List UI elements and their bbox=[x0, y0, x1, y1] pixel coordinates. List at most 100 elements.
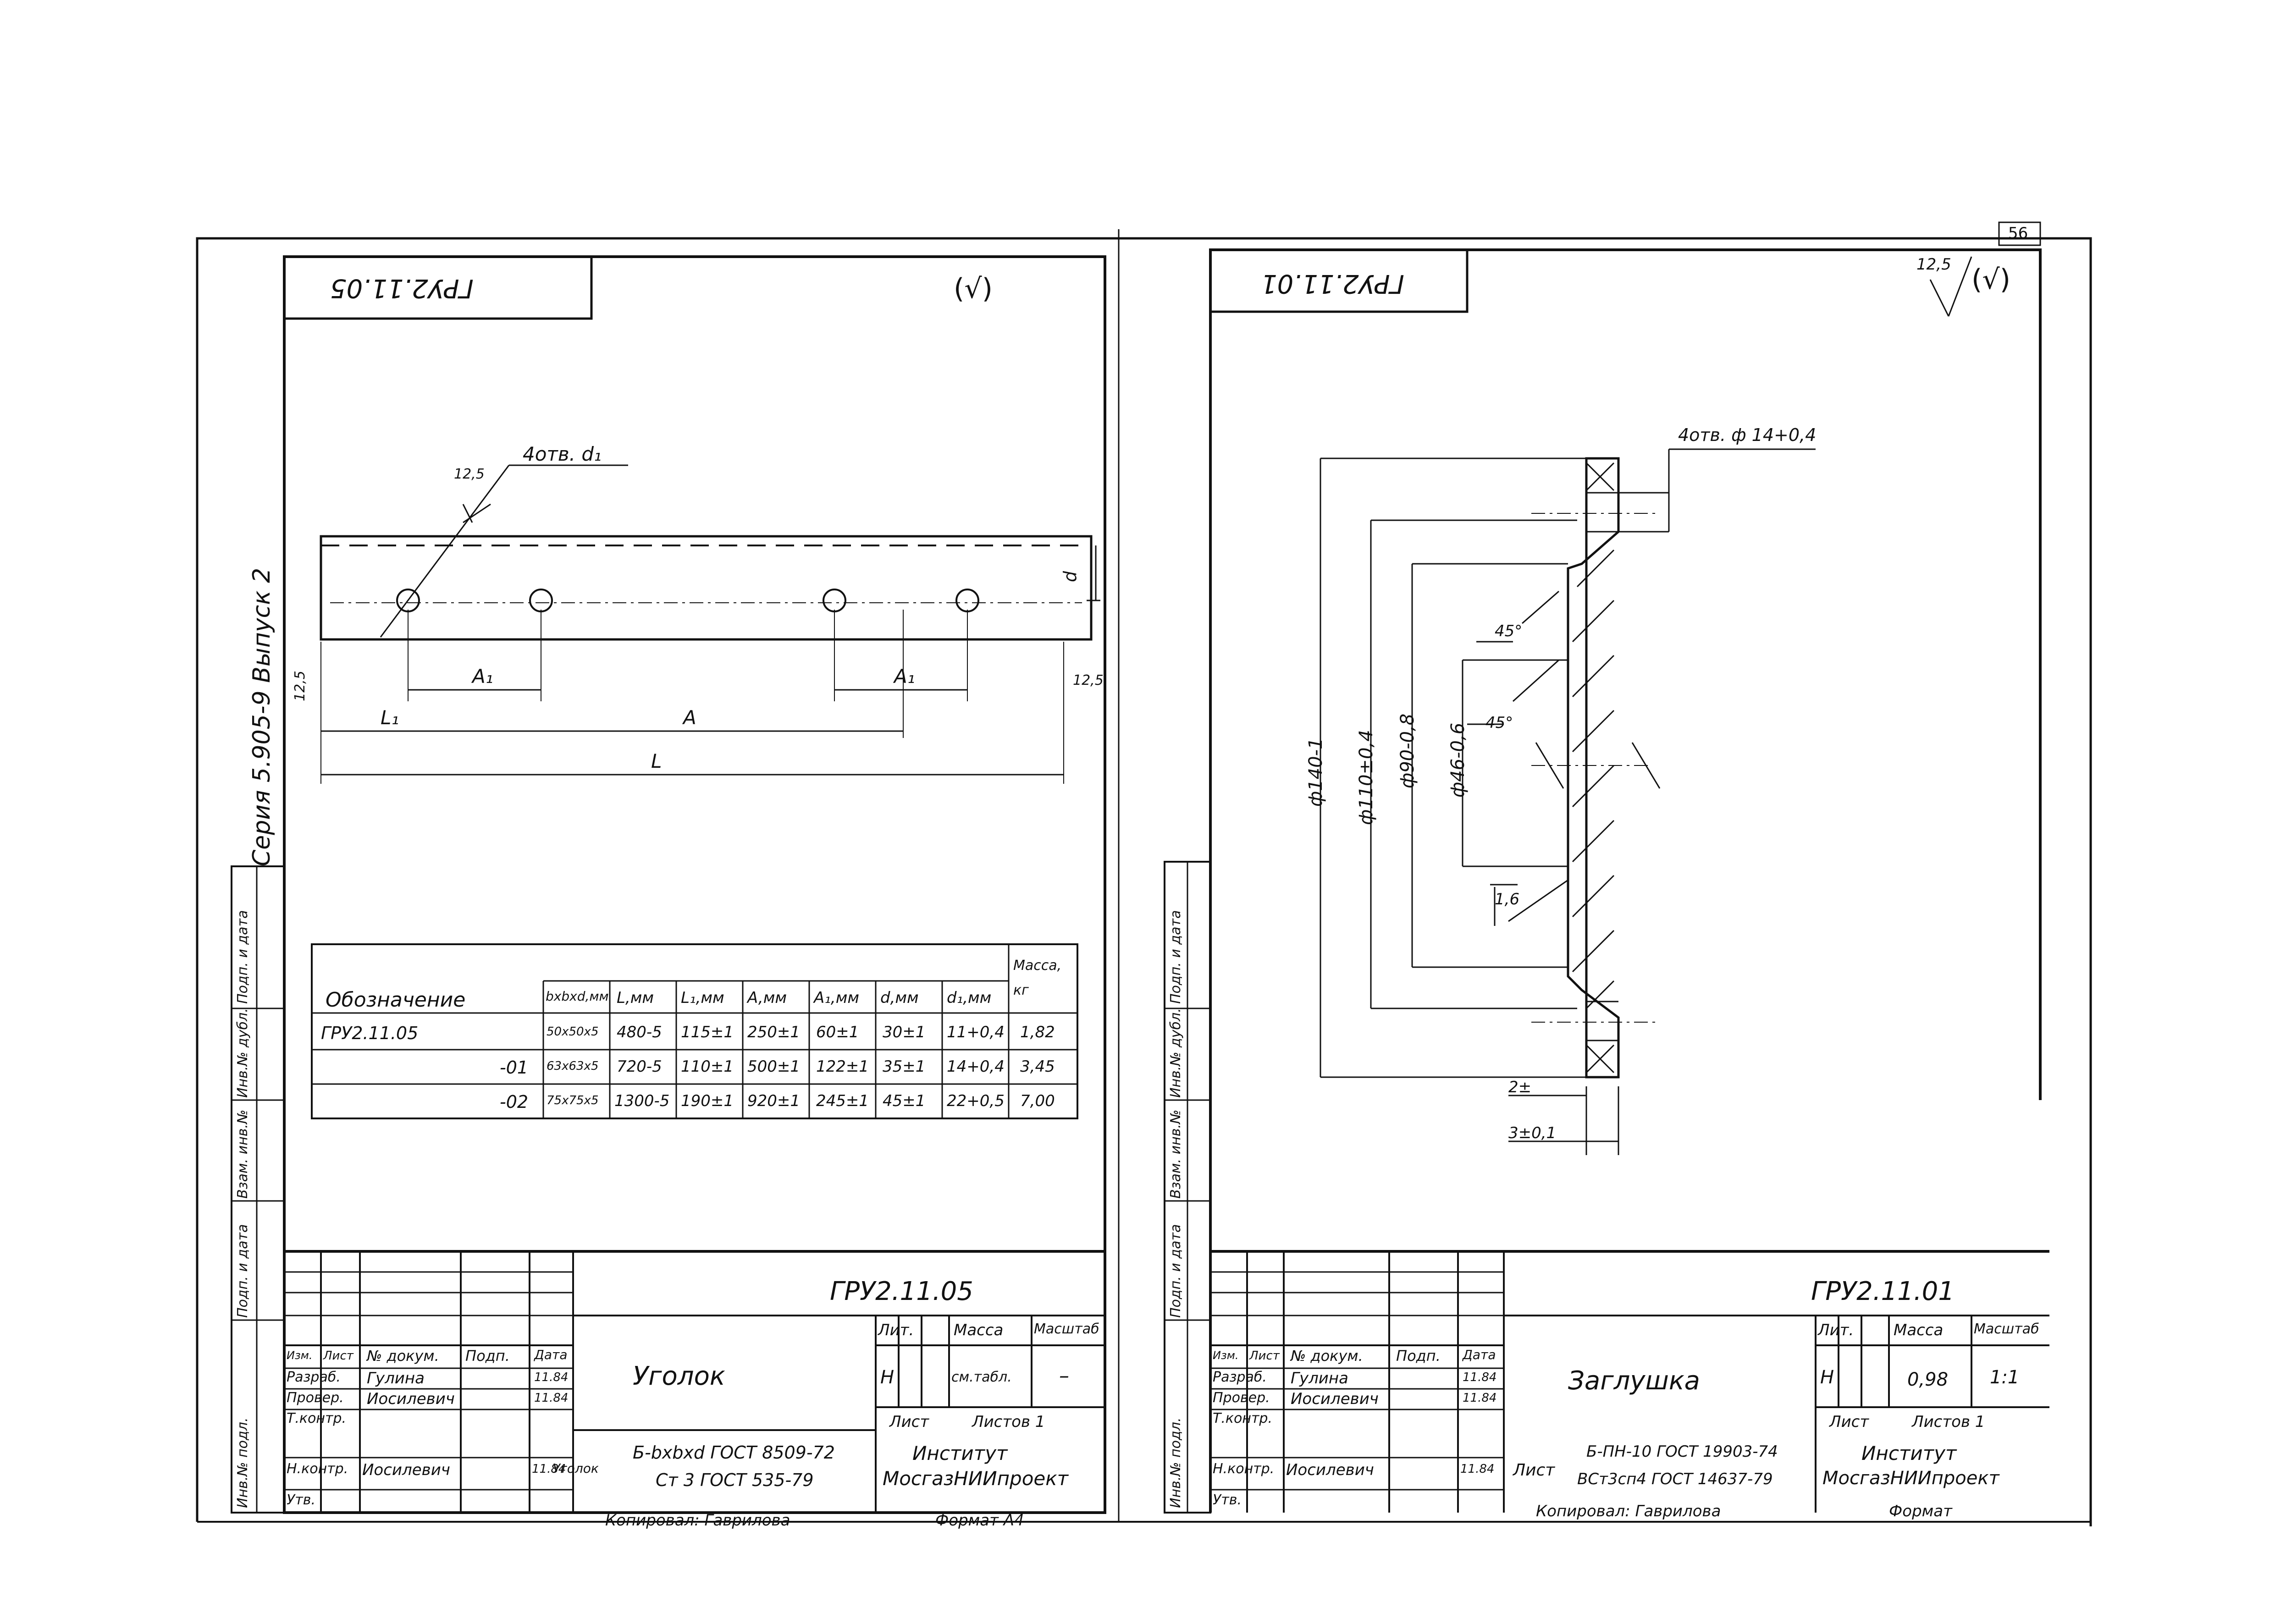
left-table-header: A₁,мм bbox=[814, 989, 859, 1007]
right-side-stamp: Инв.№ дубл. bbox=[1168, 1008, 1184, 1098]
right-org-line2: МосгазНИИпроект bbox=[1822, 1468, 1999, 1489]
left-dim-d: d bbox=[1060, 571, 1080, 582]
left-table-header: Масса, кг bbox=[1013, 958, 1062, 998]
left-mass-value: см.табл. bbox=[951, 1369, 1012, 1385]
right-designation: ГРУ2.11.01 bbox=[1811, 1277, 1955, 1306]
right-roughness-top: 12,5 bbox=[1916, 255, 1951, 274]
left-table-cell: 115±1 bbox=[681, 1023, 734, 1041]
left-table-cell: 480-5 bbox=[617, 1023, 662, 1041]
right-lit-label: Лит. bbox=[1818, 1321, 1854, 1339]
left-table-cell: 63x63x5 bbox=[547, 1059, 599, 1073]
right-sheet-label: Лист bbox=[1829, 1413, 1869, 1431]
left-col-header: Подп. bbox=[465, 1347, 510, 1365]
left-dim-l1: L₁ bbox=[381, 706, 399, 729]
right-angle-1: 45° bbox=[1495, 622, 1523, 640]
outer-border bbox=[196, 237, 2092, 1526]
left-side-stamp: Взам. инв.№ bbox=[235, 1109, 251, 1199]
right-col-header: Изм. bbox=[1213, 1349, 1239, 1362]
left-table-cell: 75x75x5 bbox=[547, 1094, 599, 1107]
left-role-date: 11.84 bbox=[534, 1391, 569, 1405]
left-table-cell: 50x50x5 bbox=[547, 1025, 599, 1039]
right-role-date: 11.84 bbox=[1463, 1371, 1497, 1384]
left-table-cell: 250±1 bbox=[747, 1023, 801, 1041]
left-side-stamp: Подп. и дата bbox=[235, 910, 251, 1004]
left-table-cell: 11+0,4 bbox=[947, 1023, 1005, 1041]
plug-section bbox=[1567, 457, 1620, 1079]
left-table-cell: 1300-5 bbox=[614, 1092, 670, 1110]
left-format: Формат А4 bbox=[935, 1511, 1024, 1530]
left-org-line1: Институт bbox=[912, 1442, 1008, 1464]
right-side-stamp: Инв.№ подл. bbox=[1168, 1417, 1184, 1508]
right-side-stamp: Подп. и дата bbox=[1168, 910, 1184, 1004]
right-dia-140: ф140-1 bbox=[1305, 738, 1326, 807]
right-lit-value: Н bbox=[1820, 1367, 1834, 1388]
left-table-header: L₁,мм bbox=[681, 989, 724, 1007]
right-copied-by: Копировал: Гаврилова bbox=[1536, 1502, 1721, 1520]
left-role: Н.контр. bbox=[287, 1461, 348, 1477]
left-dim-a: A bbox=[683, 706, 696, 729]
left-role-name: Иосилевич bbox=[362, 1461, 450, 1479]
right-col-header: № докум. bbox=[1291, 1347, 1363, 1365]
left-table-header: d,мм bbox=[880, 989, 919, 1007]
left-table-cell: 500±1 bbox=[747, 1057, 801, 1076]
left-table-cell: 60±1 bbox=[816, 1023, 859, 1041]
right-role-name: Иосилевич bbox=[1286, 1461, 1374, 1479]
left-table-cell: 110±1 bbox=[681, 1057, 734, 1076]
left-series-label: Серия 5.905-9 Выпуск 2 bbox=[248, 567, 276, 866]
right-part-name: Заглушка bbox=[1568, 1366, 1700, 1396]
right-sheets-label: Листов 1 bbox=[1912, 1413, 1985, 1431]
right-roughness-16: 1,6 bbox=[1495, 890, 1520, 908]
left-scale-label: Масштаб bbox=[1034, 1321, 1099, 1337]
left-table-cell: 1,82 bbox=[1020, 1023, 1055, 1041]
left-role-name: Иосилевич bbox=[367, 1390, 455, 1408]
right-side-stamp: Подп. и дата bbox=[1168, 1224, 1184, 1318]
left-roughness-left: 12,5 bbox=[292, 671, 308, 701]
left-roughness-right: 12,5 bbox=[1073, 672, 1104, 688]
left-dim-a1-right: A₁ bbox=[894, 665, 915, 688]
left-role-name: Гулина bbox=[367, 1369, 425, 1387]
right-material-line2: ВСт3сп4 ГОСТ 14637-79 bbox=[1577, 1470, 1773, 1488]
right-scale-value: 1:1 bbox=[1990, 1367, 2020, 1388]
left-part-name: Уголок bbox=[633, 1361, 725, 1391]
right-material-line1: Б-ПН-10 ГОСТ 19903-74 bbox=[1586, 1442, 1778, 1461]
left-table-header: A,мм bbox=[747, 989, 787, 1007]
left-copied-by: Копировал: Гаврилова bbox=[605, 1511, 790, 1530]
right-title-block-grid bbox=[1210, 1250, 2049, 1513]
right-scale-label: Масштаб bbox=[1974, 1321, 2039, 1337]
left-material-line2: Ст 3 ГОСТ 535-79 bbox=[656, 1470, 814, 1490]
left-roughness-top: (√) bbox=[954, 273, 993, 305]
left-dim-a1-left: A₁ bbox=[472, 665, 493, 688]
right-stamp-flipped: ГРУ2.11.01 bbox=[1261, 269, 1404, 298]
left-table-cell: 22+0,5 bbox=[947, 1092, 1005, 1110]
right-col-header: Подп. bbox=[1396, 1347, 1441, 1365]
left-table-cell: 14+0,4 bbox=[947, 1057, 1005, 1076]
right-col-header: Лист bbox=[1249, 1349, 1280, 1363]
left-table-cell: 122±1 bbox=[816, 1057, 869, 1076]
right-dim-2: 2± bbox=[1508, 1078, 1532, 1096]
right-dia-110: ф110±0,4 bbox=[1356, 730, 1377, 825]
left-table-cell: 920±1 bbox=[747, 1092, 801, 1110]
left-table-cell: 3,45 bbox=[1020, 1057, 1055, 1076]
left-org-line2: МосгазНИИпроект bbox=[883, 1467, 1069, 1490]
right-role-name: Иосилевич bbox=[1291, 1390, 1379, 1408]
right-dia-46: ф46-0,6 bbox=[1447, 722, 1469, 798]
left-table-header: bxbxd,мм bbox=[546, 989, 609, 1004]
left-table-header-designation: Обозначение bbox=[326, 988, 466, 1012]
right-stamp-box bbox=[1209, 248, 1469, 313]
left-lit-value: Н bbox=[880, 1367, 895, 1388]
left-table-cell: -01 bbox=[500, 1057, 529, 1078]
angle-bar-outline bbox=[320, 535, 1093, 641]
left-role: Т.контр. bbox=[287, 1410, 347, 1426]
left-roughness-symbol: 12,5 bbox=[454, 466, 485, 482]
left-material-line1: Б-bxbxd ГОСТ 8509-72 bbox=[633, 1442, 835, 1463]
left-dim-l: L bbox=[651, 750, 662, 772]
right-role: Разраб. bbox=[1213, 1369, 1267, 1385]
left-table-cell: 190±1 bbox=[681, 1092, 734, 1110]
left-table-cell: ГРУ2.11.05 bbox=[321, 1023, 419, 1043]
left-stamp-box bbox=[283, 255, 593, 320]
left-side-stamp: Инв.№ дубл. bbox=[235, 1008, 251, 1098]
left-table-cell: 720-5 bbox=[617, 1057, 662, 1076]
left-side-stamp: Инв.№ подл. bbox=[235, 1417, 251, 1508]
right-hole-note: 4отв. ф 14+0,4 bbox=[1678, 425, 1817, 445]
